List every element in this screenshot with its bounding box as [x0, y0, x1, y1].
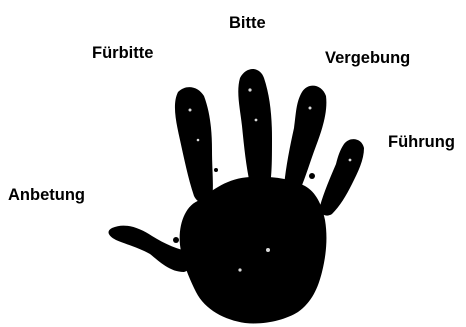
- label-vergebung: Vergebung: [325, 50, 410, 67]
- ink-speck: [168, 254, 173, 259]
- pinky-finger-shape: [320, 139, 364, 216]
- ink-speck: [309, 173, 315, 179]
- middle-finger-shape: [238, 69, 272, 190]
- label-fuerbitte: Fürbitte: [92, 45, 153, 62]
- label-bitte: Bitte: [229, 15, 266, 32]
- ink-speck: [214, 168, 218, 172]
- ink-speck: [173, 237, 179, 243]
- ring-finger-shape: [284, 86, 326, 194]
- index-finger-shape: [175, 87, 213, 203]
- ink-speck: [256, 170, 261, 175]
- label-anbetung: Anbetung: [8, 187, 85, 204]
- label-fuehrung: Führung: [388, 134, 455, 151]
